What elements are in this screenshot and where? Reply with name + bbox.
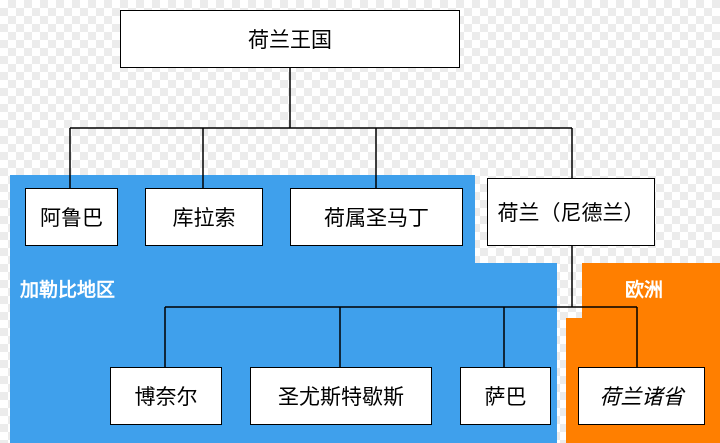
- country-box-netherlands: 荷兰（尼德兰）: [487, 178, 655, 246]
- country-box-sint-maarten: 荷属圣马丁: [290, 188, 463, 246]
- europe-region-label: 欧洲: [625, 279, 664, 301]
- municipality-box-sint-eustatius: 圣尤斯特歇斯: [250, 367, 432, 425]
- country-box-curacao: 库拉索: [145, 188, 263, 246]
- municipality-box-saba: 萨巴: [460, 367, 551, 425]
- caribbean-region-label: 加勒比地区: [20, 279, 116, 301]
- root-box-kingdom: 荷兰王国: [120, 10, 460, 68]
- country-box-aruba: 阿鲁巴: [25, 188, 118, 246]
- connector-lines: [69, 68, 638, 367]
- municipality-box-bonaire: 博奈尔: [110, 367, 222, 425]
- provinces-box-european-netherlands: 荷兰诸省: [578, 367, 705, 425]
